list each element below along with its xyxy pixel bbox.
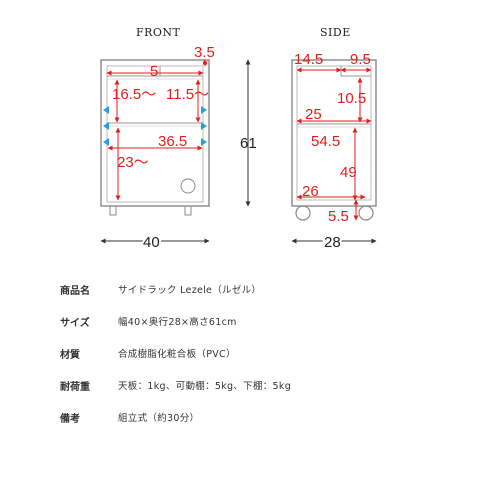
side-lower-height-dim: 49: [340, 164, 357, 181]
dimension-diagram: 3.5 5 16.5～ 11.5～ 36.5 23～ 61 40: [100, 44, 377, 253]
spec-value: 合成樹脂化粧合板（PVC）: [118, 349, 236, 360]
shelf-pin-arrows: [103, 106, 207, 146]
front-right-shelf-dim: 11.5～: [166, 86, 209, 103]
spec-row-size: サイズ 幅40×奥行28×高さ61cm: [0, 314, 480, 334]
spec-key: 材質: [60, 350, 80, 361]
spec-value: 幅40×奥行28×高さ61cm: [118, 317, 237, 328]
front-left-foot: [109, 205, 117, 216]
front-top-inner-dim: 5: [150, 63, 158, 80]
side-shelf-depth-dim: 25: [305, 106, 322, 123]
spec-key: 備考: [60, 414, 80, 425]
spec-value: 天板：1kg、可動棚：5kg、下棚：5kg: [118, 381, 292, 392]
spec-row-notes: 備考 組立式（約30分）: [0, 410, 480, 430]
spec-row-load: 耐荷重 天板：1kg、可動棚：5kg、下棚：5kg: [0, 378, 480, 398]
side-cabinet: [291, 59, 377, 221]
side-total-depth-dim: 28: [324, 234, 341, 251]
spec-value: サイドラック Lezele（ルゼル）: [118, 285, 262, 296]
front-cabinet: [100, 59, 210, 216]
side-right-top-dim: 9.5: [350, 51, 371, 68]
side-caster-dim: 5.5: [328, 208, 349, 225]
cable-hole: [180, 178, 196, 194]
spec-row-name: 商品名 サイドラック Lezele（ルゼル）: [0, 282, 480, 302]
side-right-caster: [358, 205, 374, 221]
front-top-gap-dim: 3.5: [194, 44, 215, 61]
spec-key: 耐荷重: [60, 382, 90, 393]
side-middle-height-dim: 54.5: [311, 133, 340, 150]
spec-key: サイズ: [60, 318, 90, 329]
front-left-shelf-dim: 16.5～: [112, 86, 156, 103]
spec-row-material: 材質 合成樹脂化粧合板（PVC）: [0, 346, 480, 366]
front-view-label: FRONT: [136, 26, 181, 39]
spec-key: 商品名: [60, 286, 90, 297]
side-small-section-dim: 10.5: [337, 90, 366, 107]
front-total-height-dim: 61: [240, 135, 257, 152]
side-left-caster: [295, 205, 311, 221]
spec-value: 組立式（約30分）: [118, 413, 200, 424]
side-bottom-depth-dim: 26: [302, 183, 319, 200]
front-inner-width-dim: 36.5: [158, 133, 187, 150]
side-left-top-dim: 14.5: [294, 51, 323, 68]
front-right-foot: [184, 205, 192, 216]
front-lower-height-dim: 23～: [117, 154, 149, 171]
side-view-label: SIDE: [320, 26, 351, 39]
front-total-width-dim: 40: [143, 234, 160, 251]
